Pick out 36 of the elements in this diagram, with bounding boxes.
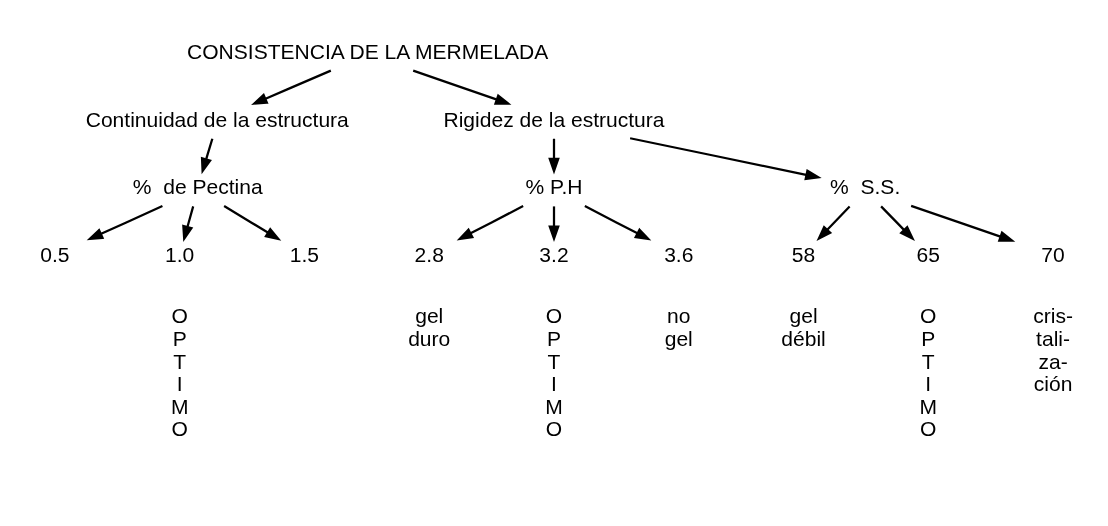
arrow — [548, 206, 560, 243]
arrow — [200, 138, 214, 175]
arrow — [456, 205, 524, 241]
node-text: 1.0 — [165, 242, 195, 266]
node-text: Continuidad de la estructura — [85, 107, 349, 131]
node-label: cris- tali- za- ción — [1033, 304, 1073, 396]
arrow — [223, 205, 282, 241]
arrow — [251, 69, 332, 105]
node-text: 3.2 — [539, 242, 569, 266]
node-text: 0.5 — [40, 242, 70, 266]
node-text: 2.8 — [414, 242, 444, 266]
node-text: % S.S. — [830, 175, 901, 199]
arrow — [629, 137, 822, 181]
node-text: 65 — [916, 242, 941, 266]
node-text: Rigidez de la estructura — [443, 107, 665, 131]
node-text: 70 — [1041, 242, 1065, 266]
node-text: % P.H — [525, 175, 583, 199]
node-label: no gel — [664, 304, 693, 350]
node-label: O P T I M O — [919, 304, 938, 441]
node-text: % de Pectina — [132, 175, 263, 199]
arrow — [182, 206, 195, 242]
node-text: 1.5 — [289, 242, 320, 266]
node-label: gel débil — [781, 304, 826, 350]
node-label: O P T I M O — [170, 304, 189, 441]
arrow — [412, 69, 512, 105]
node-label: O P T I M O — [545, 304, 563, 441]
arrow — [910, 204, 1016, 242]
node-text: CONSISTENCIA DE LA MERMELADA — [187, 39, 549, 63]
arrow — [86, 205, 163, 241]
node-text: 58 — [791, 242, 816, 266]
node-text: 3.6 — [664, 242, 694, 266]
arrow — [880, 205, 915, 242]
arrow — [584, 205, 652, 241]
node-label: gel duro — [408, 304, 451, 350]
arrow — [816, 205, 851, 242]
arrow — [548, 138, 560, 175]
